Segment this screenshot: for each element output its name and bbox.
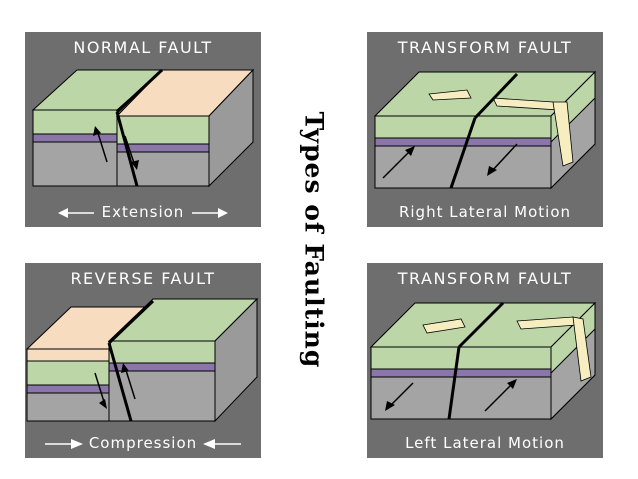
normal-fault-panel: NORMAL FAULT Extension — [25, 32, 261, 227]
panel-caption: Left Lateral Motion — [405, 434, 565, 452]
panel-caption: Extension — [25, 203, 261, 221]
caption-text: Compression — [88, 434, 198, 452]
left-arrow-icon — [57, 207, 94, 218]
panel-title: TRANSFORM FAULT — [397, 38, 573, 57]
transform-fault-left-block-diagram — [369, 301, 597, 421]
reverse-fault-block-diagram — [25, 297, 259, 423]
transform-fault-left-panel: TRANSFORM FAULT Left Lateral Motion — [367, 263, 603, 458]
panel-caption: Right Lateral Motion — [398, 203, 572, 221]
panel-caption: Compression — [25, 434, 261, 452]
normal-fault-block-diagram — [31, 68, 255, 188]
transform-fault-right-panel: TRANSFORM FAULT Right Lateral Motion — [367, 32, 603, 227]
transform-fault-right-block-diagram — [373, 70, 597, 190]
left-arrow-icon — [202, 438, 241, 449]
panel-title: NORMAL FAULT — [73, 38, 213, 57]
panel-title: TRANSFORM FAULT — [397, 269, 573, 288]
reverse-fault-panel: REVERSE FAULT Compression — [25, 263, 261, 458]
panel-title: REVERSE FAULT — [70, 269, 216, 288]
side-title: Types of Faulting — [299, 111, 329, 369]
right-arrow-icon — [192, 207, 229, 218]
right-arrow-icon — [45, 438, 84, 449]
caption-text: Extension — [101, 203, 185, 221]
